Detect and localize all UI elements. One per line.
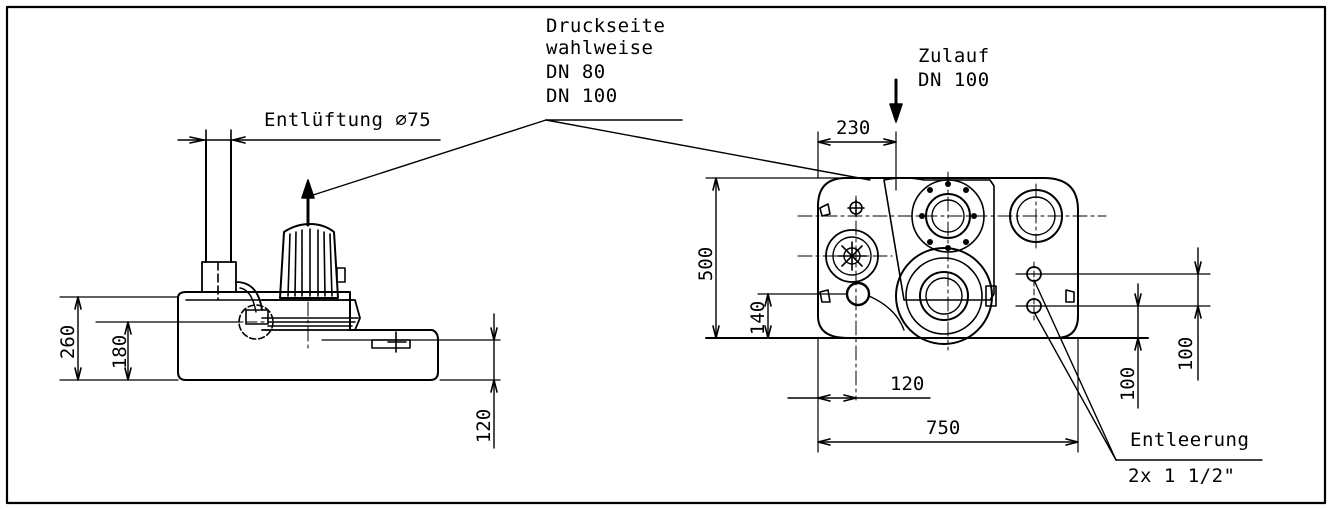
dim-500: 500 <box>695 246 717 282</box>
inlet-arrow <box>889 103 903 123</box>
dim-140: 140 <box>747 300 769 336</box>
label-wahlweise: wahlweise <box>546 37 654 59</box>
dim-100-b: 100 <box>1175 336 1197 372</box>
pump-motor <box>279 223 339 299</box>
drawing-frame <box>5 5 1327 505</box>
dim-120-side: 120 <box>473 408 495 444</box>
side-view <box>59 119 871 449</box>
outlet-arrow <box>301 179 315 199</box>
dim-750: 750 <box>926 417 961 439</box>
label-druckseite: Druckseite <box>546 15 666 37</box>
dim-120-plan: 120 <box>890 373 925 395</box>
label-entleerung: Entleerung <box>1130 429 1250 451</box>
label-dn80: DN 80 <box>546 61 606 83</box>
label-dn100-zulauf: DN 100 <box>918 69 990 91</box>
dim-230: 230 <box>836 117 871 139</box>
label-dn100-druck: DN 100 <box>546 85 618 107</box>
label-entlueftung: Entlüftung ⌀75 <box>264 109 432 131</box>
dim-260: 260 <box>57 324 79 360</box>
dim-180: 180 <box>109 334 131 370</box>
dim-100-a: 100 <box>1117 366 1139 402</box>
label-zulauf: Zulauf <box>918 45 990 67</box>
plan-view <box>705 78 1263 461</box>
label-entleerung-size: 2x 1 1/2" <box>1128 465 1236 487</box>
